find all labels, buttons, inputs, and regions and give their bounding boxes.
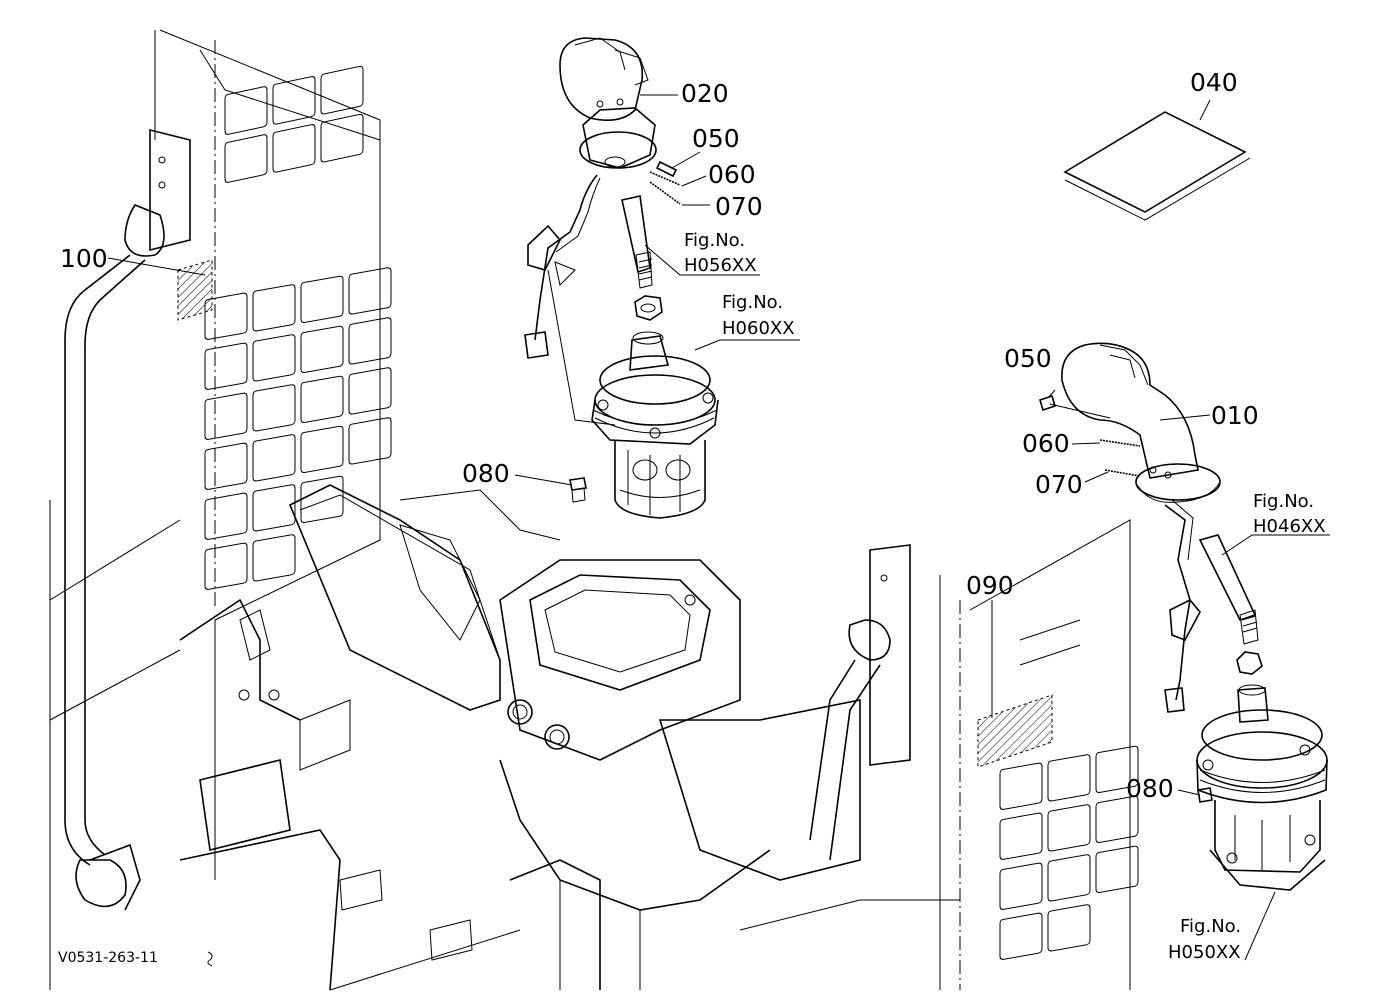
label-part-100: 100 <box>60 244 108 273</box>
fig-ref-h046-number: H046XX <box>1253 516 1326 537</box>
label-part-010: 010 <box>1211 401 1259 430</box>
cab-side-screen-left <box>49 29 473 991</box>
fig-ref-h056[interactable]: Fig.No. H056XX <box>684 230 757 276</box>
part-090-panel <box>977 694 1053 768</box>
label-part-040: 040 <box>1190 68 1238 97</box>
fig-ref-h050-caption: Fig.No. <box>1180 916 1241 937</box>
right-joystick-assembly <box>1039 342 1328 891</box>
label-part-080-left: 080 <box>462 459 510 488</box>
fig-ref-h060-caption: Fig.No. <box>722 292 783 313</box>
cut-mark-icon <box>207 951 213 967</box>
label-part-060-left: 060 <box>708 160 756 189</box>
fig-ref-h046-caption: Fig.No. <box>1253 491 1314 512</box>
fig-ref-h060[interactable]: Fig.No. H060XX <box>722 292 795 339</box>
fig-ref-h056-caption: Fig.No. <box>684 230 745 251</box>
fig-ref-h050-number: H050XX <box>1168 942 1241 963</box>
label-part-070-right: 070 <box>1035 470 1083 499</box>
fig-ref-h046[interactable]: Fig.No. H046XX <box>1253 491 1326 537</box>
label-part-070-left: 070 <box>715 192 763 221</box>
label-part-090: 090 <box>966 571 1014 600</box>
part-040-sheet <box>1063 111 1247 213</box>
label-part-020: 020 <box>681 79 729 108</box>
left-joystick-assembly <box>524 37 719 519</box>
drawing-code: V0531-263-11 <box>58 950 158 966</box>
fig-ref-h050[interactable]: Fig.No. H050XX <box>1168 916 1241 963</box>
label-part-060-right: 060 <box>1022 429 1070 458</box>
fig-ref-h056-number: H056XX <box>684 255 757 276</box>
label-part-050-right: 050 <box>1004 344 1052 373</box>
cab-side-screen-right <box>939 519 1139 990</box>
label-part-080-right: 080 <box>1126 774 1174 803</box>
fig-ref-h060-number: H060XX <box>722 318 795 339</box>
label-part-050-left: 050 <box>692 124 740 153</box>
leader-lines <box>107 94 1330 961</box>
center-console <box>288 484 960 991</box>
part-100-panel <box>177 259 213 321</box>
